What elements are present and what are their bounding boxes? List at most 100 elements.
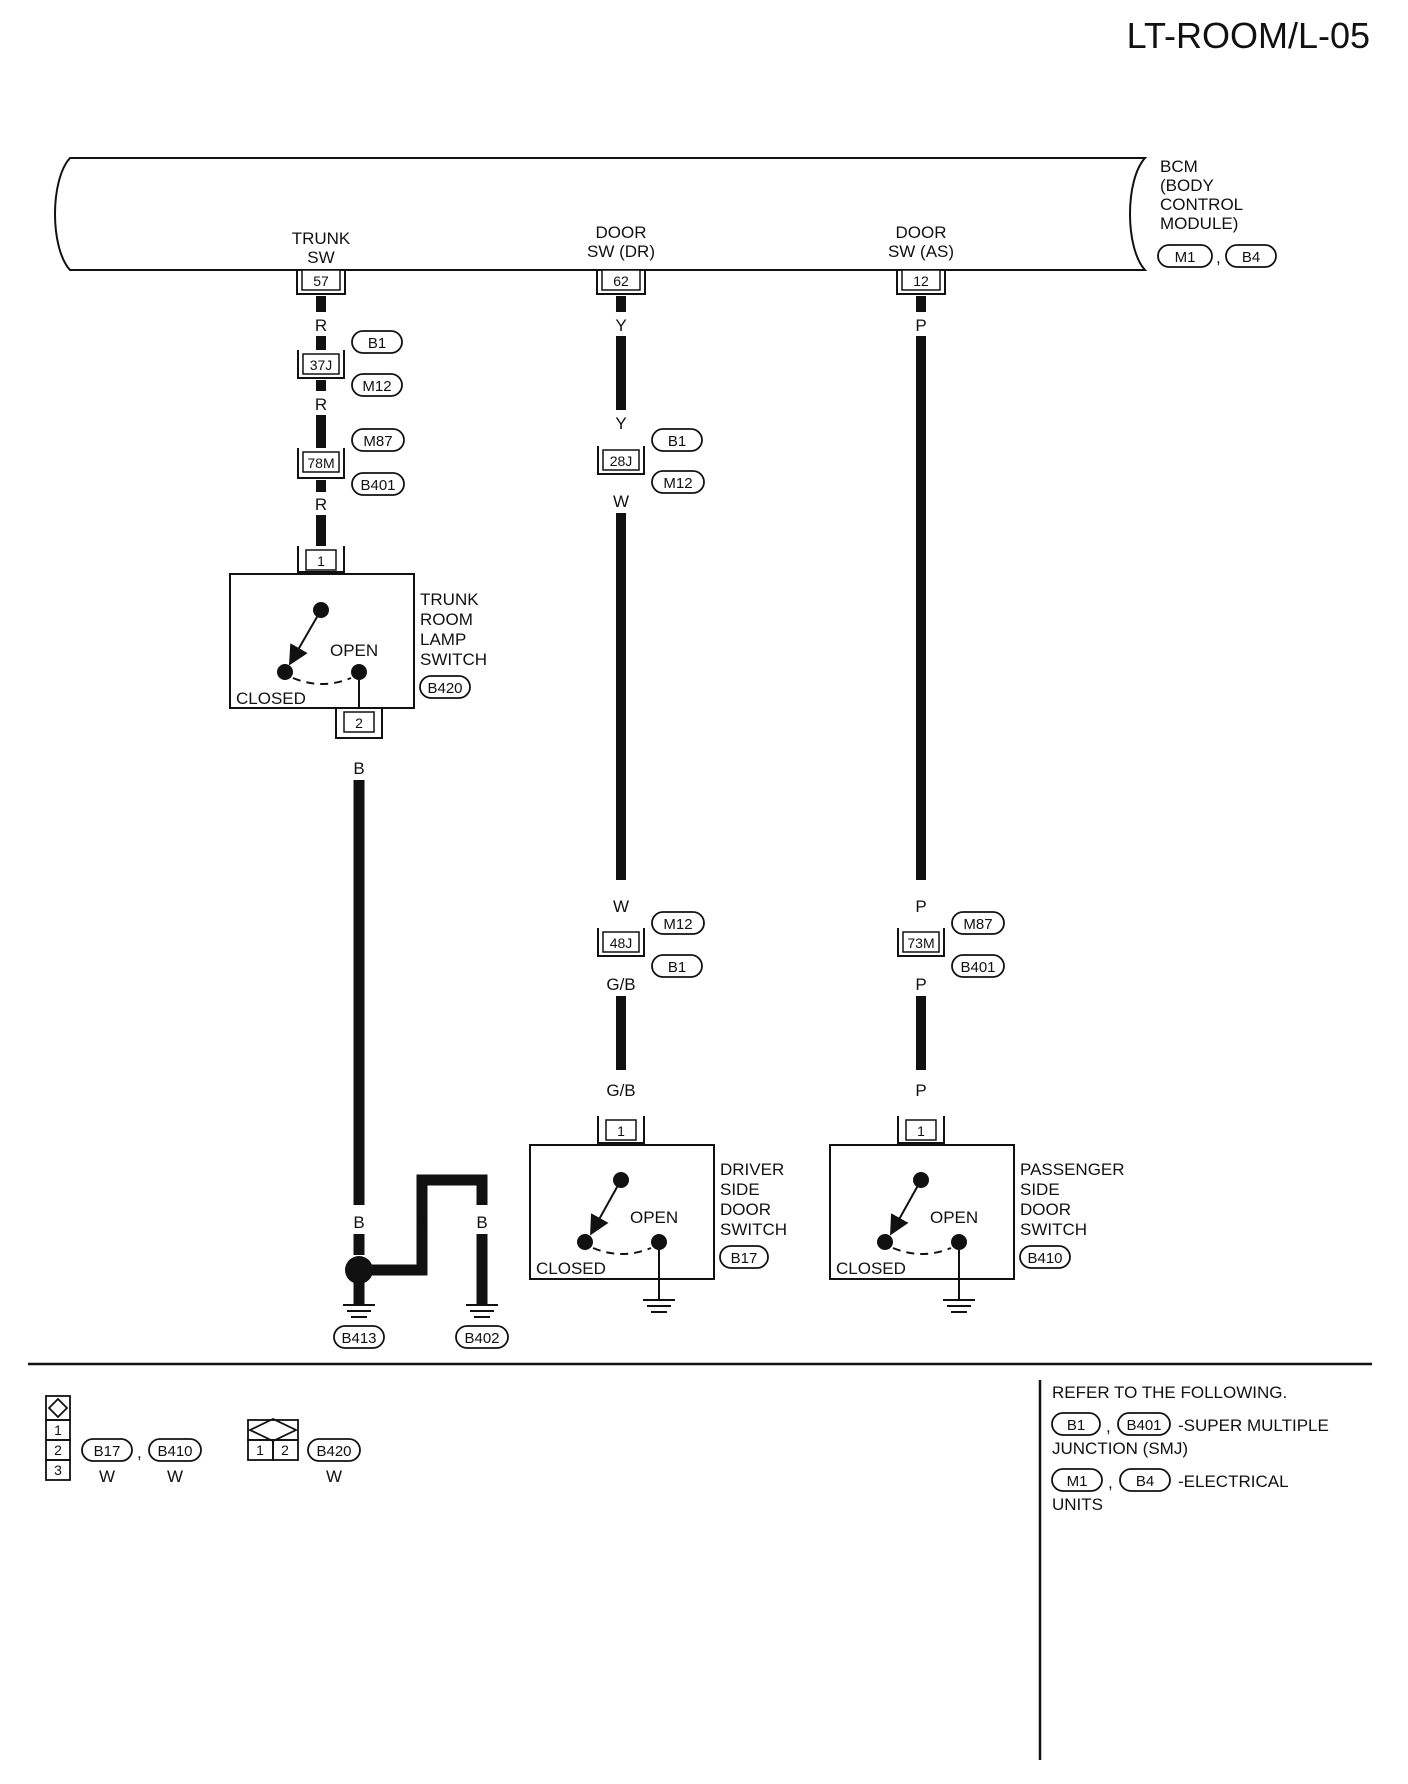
- junction-connector-bottom: M12: [362, 378, 391, 395]
- switch-label-line-2: SIDE: [720, 1180, 760, 1199]
- bcm-label-line-2: (BODY: [1160, 176, 1214, 195]
- wire-color-label: B: [415, 1213, 426, 1232]
- legend-connector-ref: B420: [316, 1443, 351, 1460]
- bcm-label-line-3: CONTROL: [1160, 195, 1243, 214]
- refer-eu-ref: M1: [1067, 1473, 1088, 1490]
- refer-separator: ,: [1108, 1473, 1113, 1492]
- terminal-label-line-1: DOOR: [896, 223, 947, 242]
- junction-connector-top: M87: [963, 916, 992, 933]
- junction-connector-top: M87: [363, 433, 392, 450]
- switch-pin-top: 1: [617, 1123, 625, 1139]
- junction-connector-top: B1: [668, 433, 686, 450]
- legend-color: W: [99, 1467, 115, 1486]
- wire-color-label: R: [315, 495, 327, 514]
- legend-connector-ref: B17: [94, 1443, 121, 1460]
- legend-color: W: [326, 1467, 342, 1486]
- switch-closed-label: CLOSED: [536, 1259, 606, 1278]
- bcm-terminal-door-as: DOOR SW (AS) 12: [888, 223, 954, 295]
- terminal-label-line-2: SW: [307, 248, 334, 267]
- refer-separator: ,: [1106, 1417, 1111, 1436]
- switch-label-line-2: SIDE: [1020, 1180, 1060, 1199]
- wire-color-label: W: [613, 897, 629, 916]
- refer-smj-ref: B1: [1067, 1417, 1085, 1434]
- refer-smj-text-1: -SUPER MULTIPLE: [1178, 1416, 1329, 1435]
- bcm-label-line-4: MODULE): [1160, 214, 1238, 233]
- terminal-label-line-1: DOOR: [596, 223, 647, 242]
- wire-color-label: P: [915, 975, 926, 994]
- trunk-circuit: R 37J B1 M12 R 78M M87 B401 R 1 OPE: [229, 296, 509, 1349]
- switch-label-line-4: SWITCH: [1020, 1220, 1087, 1239]
- refer-smj-ref: B401: [1126, 1417, 1161, 1434]
- legend-connector-ref: B410: [157, 1443, 192, 1460]
- refer-heading: REFER TO THE FOLLOWING.: [1052, 1383, 1287, 1402]
- switch-closed-label: CLOSED: [236, 689, 306, 708]
- switch-closed-label: CLOSED: [836, 1259, 906, 1278]
- passenger-door-circuit: P P 73M M87 B401 P P 1 OPEN CLOSED PASSE…: [829, 296, 1125, 1313]
- junction-pin: 78M: [307, 455, 334, 471]
- switch-label-line-1: PASSENGER: [1020, 1160, 1125, 1179]
- junction-connector-top: B1: [368, 335, 386, 352]
- switch-label-line-3: DOOR: [720, 1200, 771, 1219]
- junction-connector-bottom: B1: [668, 959, 686, 976]
- page-title: LT-ROOM/L-05: [1127, 15, 1370, 56]
- bcm-connector-pill: [1157, 244, 1213, 268]
- terminal-pin: 62: [613, 273, 629, 289]
- switch-label-line-4: SWITCH: [420, 650, 487, 669]
- legend-pin: 1: [256, 1442, 264, 1458]
- bcm-module: BCM (BODY CONTROL MODULE) M1 , B4: [54, 157, 1277, 271]
- bcm-connector-1: M1: [1175, 249, 1196, 266]
- junction-connector-bottom: B401: [360, 477, 395, 494]
- ground-connector: B413: [341, 1330, 376, 1347]
- wire-color-label: P: [915, 1081, 926, 1100]
- driver-door-circuit: Y Y 28J B1 M12 W W 48J M12 B1 G/B G/B 1 …: [529, 296, 787, 1313]
- junction-connector-top: M12: [663, 916, 692, 933]
- legend-pin: 3: [54, 1462, 62, 1478]
- wire-color-label: Y: [615, 414, 626, 433]
- driver-side-door-switch: [529, 1144, 715, 1280]
- legend-pin: 2: [281, 1442, 289, 1458]
- wire-color-label: W: [613, 492, 629, 511]
- refer-smj-text-2: JUNCTION (SMJ): [1052, 1439, 1188, 1458]
- ground-connector: B402: [464, 1330, 499, 1347]
- junction-pin: 48J: [610, 935, 633, 951]
- switch-open-label: OPEN: [630, 1208, 678, 1227]
- switch-open-label: OPEN: [930, 1208, 978, 1227]
- bcm-connector-pill: [1225, 244, 1277, 268]
- wire-color-label: R: [315, 395, 327, 414]
- refer-eu-text-1: -ELECTRICAL: [1178, 1472, 1289, 1491]
- bcm-connector-2: B4: [1242, 249, 1260, 266]
- junction-pin: 28J: [610, 453, 633, 469]
- bcm-terminal-trunk: TRUNK SW 57: [292, 229, 351, 295]
- connector-legend-3pin: 1 2 3 B17 , B410 W W: [45, 1395, 202, 1486]
- switch-pin-bottom: 2: [355, 715, 363, 731]
- switch-pin-top: 1: [917, 1123, 925, 1139]
- junction-pin: 37J: [310, 357, 333, 373]
- refer-eu-text-2: UNITS: [1052, 1495, 1103, 1514]
- terminal-label-line-2: SW (DR): [587, 242, 655, 261]
- refer-block: REFER TO THE FOLLOWING. B1 , B401 -SUPER…: [1051, 1383, 1329, 1514]
- connector-legend-2pin: 1 2 B420 W: [247, 1418, 361, 1486]
- junction-connector-bottom: M12: [663, 475, 692, 492]
- wire-color-label: P: [915, 897, 926, 916]
- wire-color-label: P: [915, 316, 926, 335]
- switch-label-line-2: ROOM: [420, 610, 473, 629]
- switch-open-label: OPEN: [330, 641, 378, 660]
- legend-separator: ,: [137, 1443, 142, 1462]
- switch-connector: B420: [427, 680, 462, 697]
- refer-eu-ref: B4: [1136, 1473, 1154, 1490]
- bcm-terminal-door-dr: DOOR SW (DR) 62: [587, 223, 655, 295]
- legend-pin: 1: [54, 1422, 62, 1438]
- trunk-room-lamp-switch: [229, 573, 415, 709]
- terminal-label-line-2: SW (AS): [888, 242, 954, 261]
- switch-label-line-3: DOOR: [1020, 1200, 1071, 1219]
- wire-color-label: B: [476, 1213, 487, 1232]
- terminal-pin: 12: [913, 273, 929, 289]
- switch-pin-top: 1: [317, 553, 325, 569]
- junction-connector-bottom: B401: [960, 959, 995, 976]
- terminal-pin: 57: [313, 273, 329, 289]
- wire-color-label: G/B: [606, 975, 635, 994]
- switch-label-line-1: TRUNK: [420, 590, 479, 609]
- wire-color-label: Y: [615, 316, 626, 335]
- wire-color-label: B: [353, 1213, 364, 1232]
